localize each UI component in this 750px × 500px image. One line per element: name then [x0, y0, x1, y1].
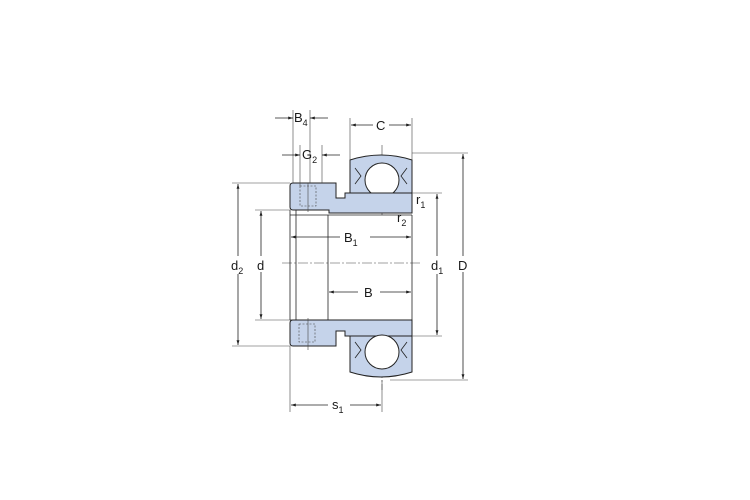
label-B1: B1	[344, 230, 358, 248]
label-d2: d2	[231, 258, 243, 276]
label-r2: r2	[397, 210, 406, 228]
label-s1: s1	[332, 397, 344, 415]
label-D: D	[458, 258, 467, 273]
label-C: C	[376, 118, 385, 133]
seal-bottom	[354, 341, 408, 359]
outer-ring-bottom	[349, 334, 413, 378]
ball-top	[364, 162, 400, 198]
inner-ring-bottom	[289, 319, 413, 347]
grub-screw-top	[299, 183, 317, 212]
extension-lines	[232, 110, 468, 412]
outer-ring-top	[349, 154, 413, 198]
label-G2: G2	[302, 147, 317, 165]
label-r1: r1	[416, 192, 425, 210]
label-d: d	[257, 258, 264, 273]
label-d1: d1	[431, 258, 443, 276]
grub-screw-bottom	[298, 318, 316, 350]
label-B4: B4	[294, 110, 308, 128]
ball-bottom	[364, 334, 400, 370]
label-B: B	[364, 285, 373, 300]
seal-top	[354, 167, 408, 185]
